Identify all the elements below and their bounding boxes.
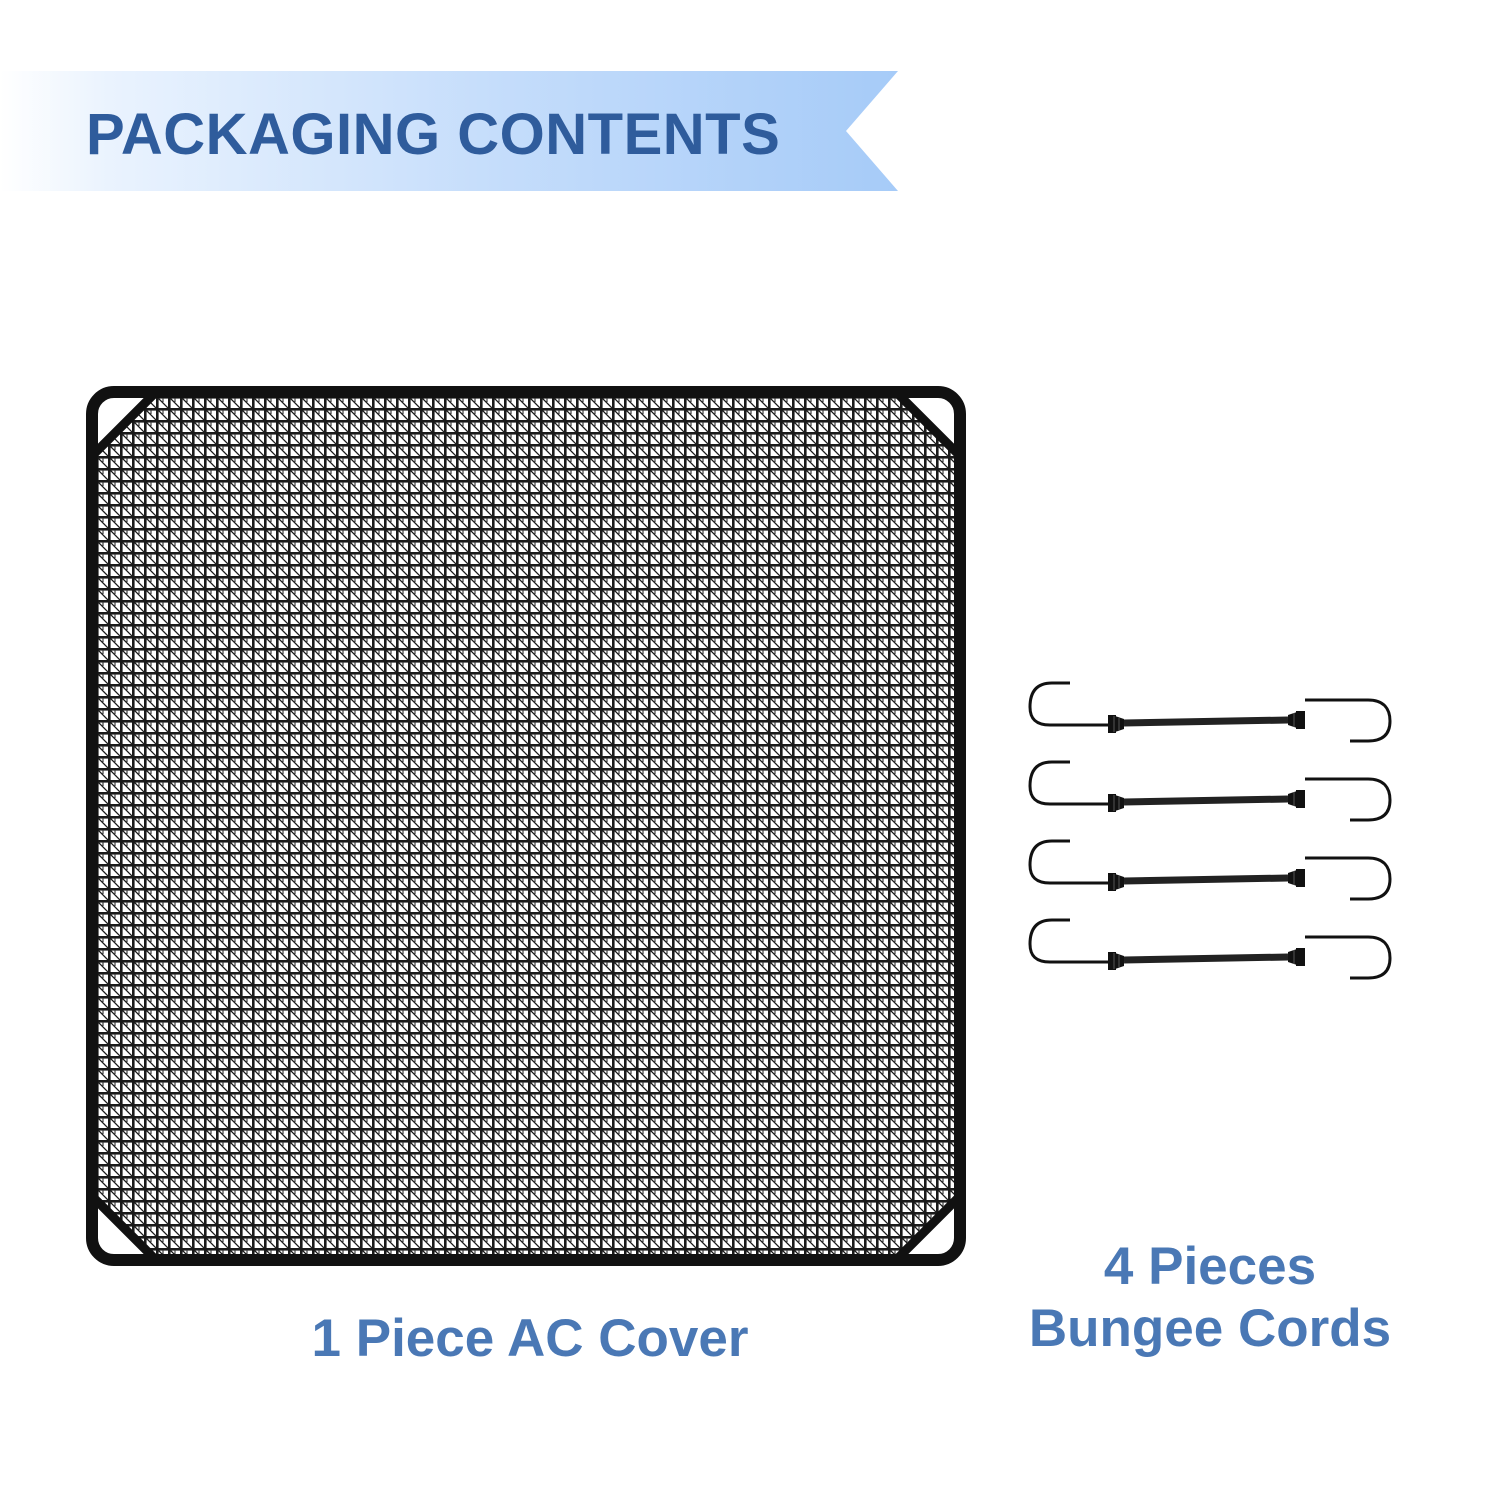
bungee-cords-group xyxy=(1024,681,1400,995)
bungee-cord-icon xyxy=(1028,681,1392,743)
mesh-cover-icon xyxy=(86,386,966,1266)
banner-ribbon xyxy=(0,71,898,191)
page-title: PACKAGING CONTENTS xyxy=(86,102,781,167)
corner-patches xyxy=(92,392,960,1260)
bungee-cords-caption: 4 Pieces Bungee Cords xyxy=(990,1236,1430,1360)
header-banner xyxy=(0,71,898,191)
bungee-cords-caption-line2: Bungee Cords xyxy=(1028,1299,1392,1358)
ac-cover-caption: 1 Piece AC Cover xyxy=(311,1309,749,1368)
bungee-cords-caption-line1: 4 Pieces xyxy=(1103,1237,1317,1296)
